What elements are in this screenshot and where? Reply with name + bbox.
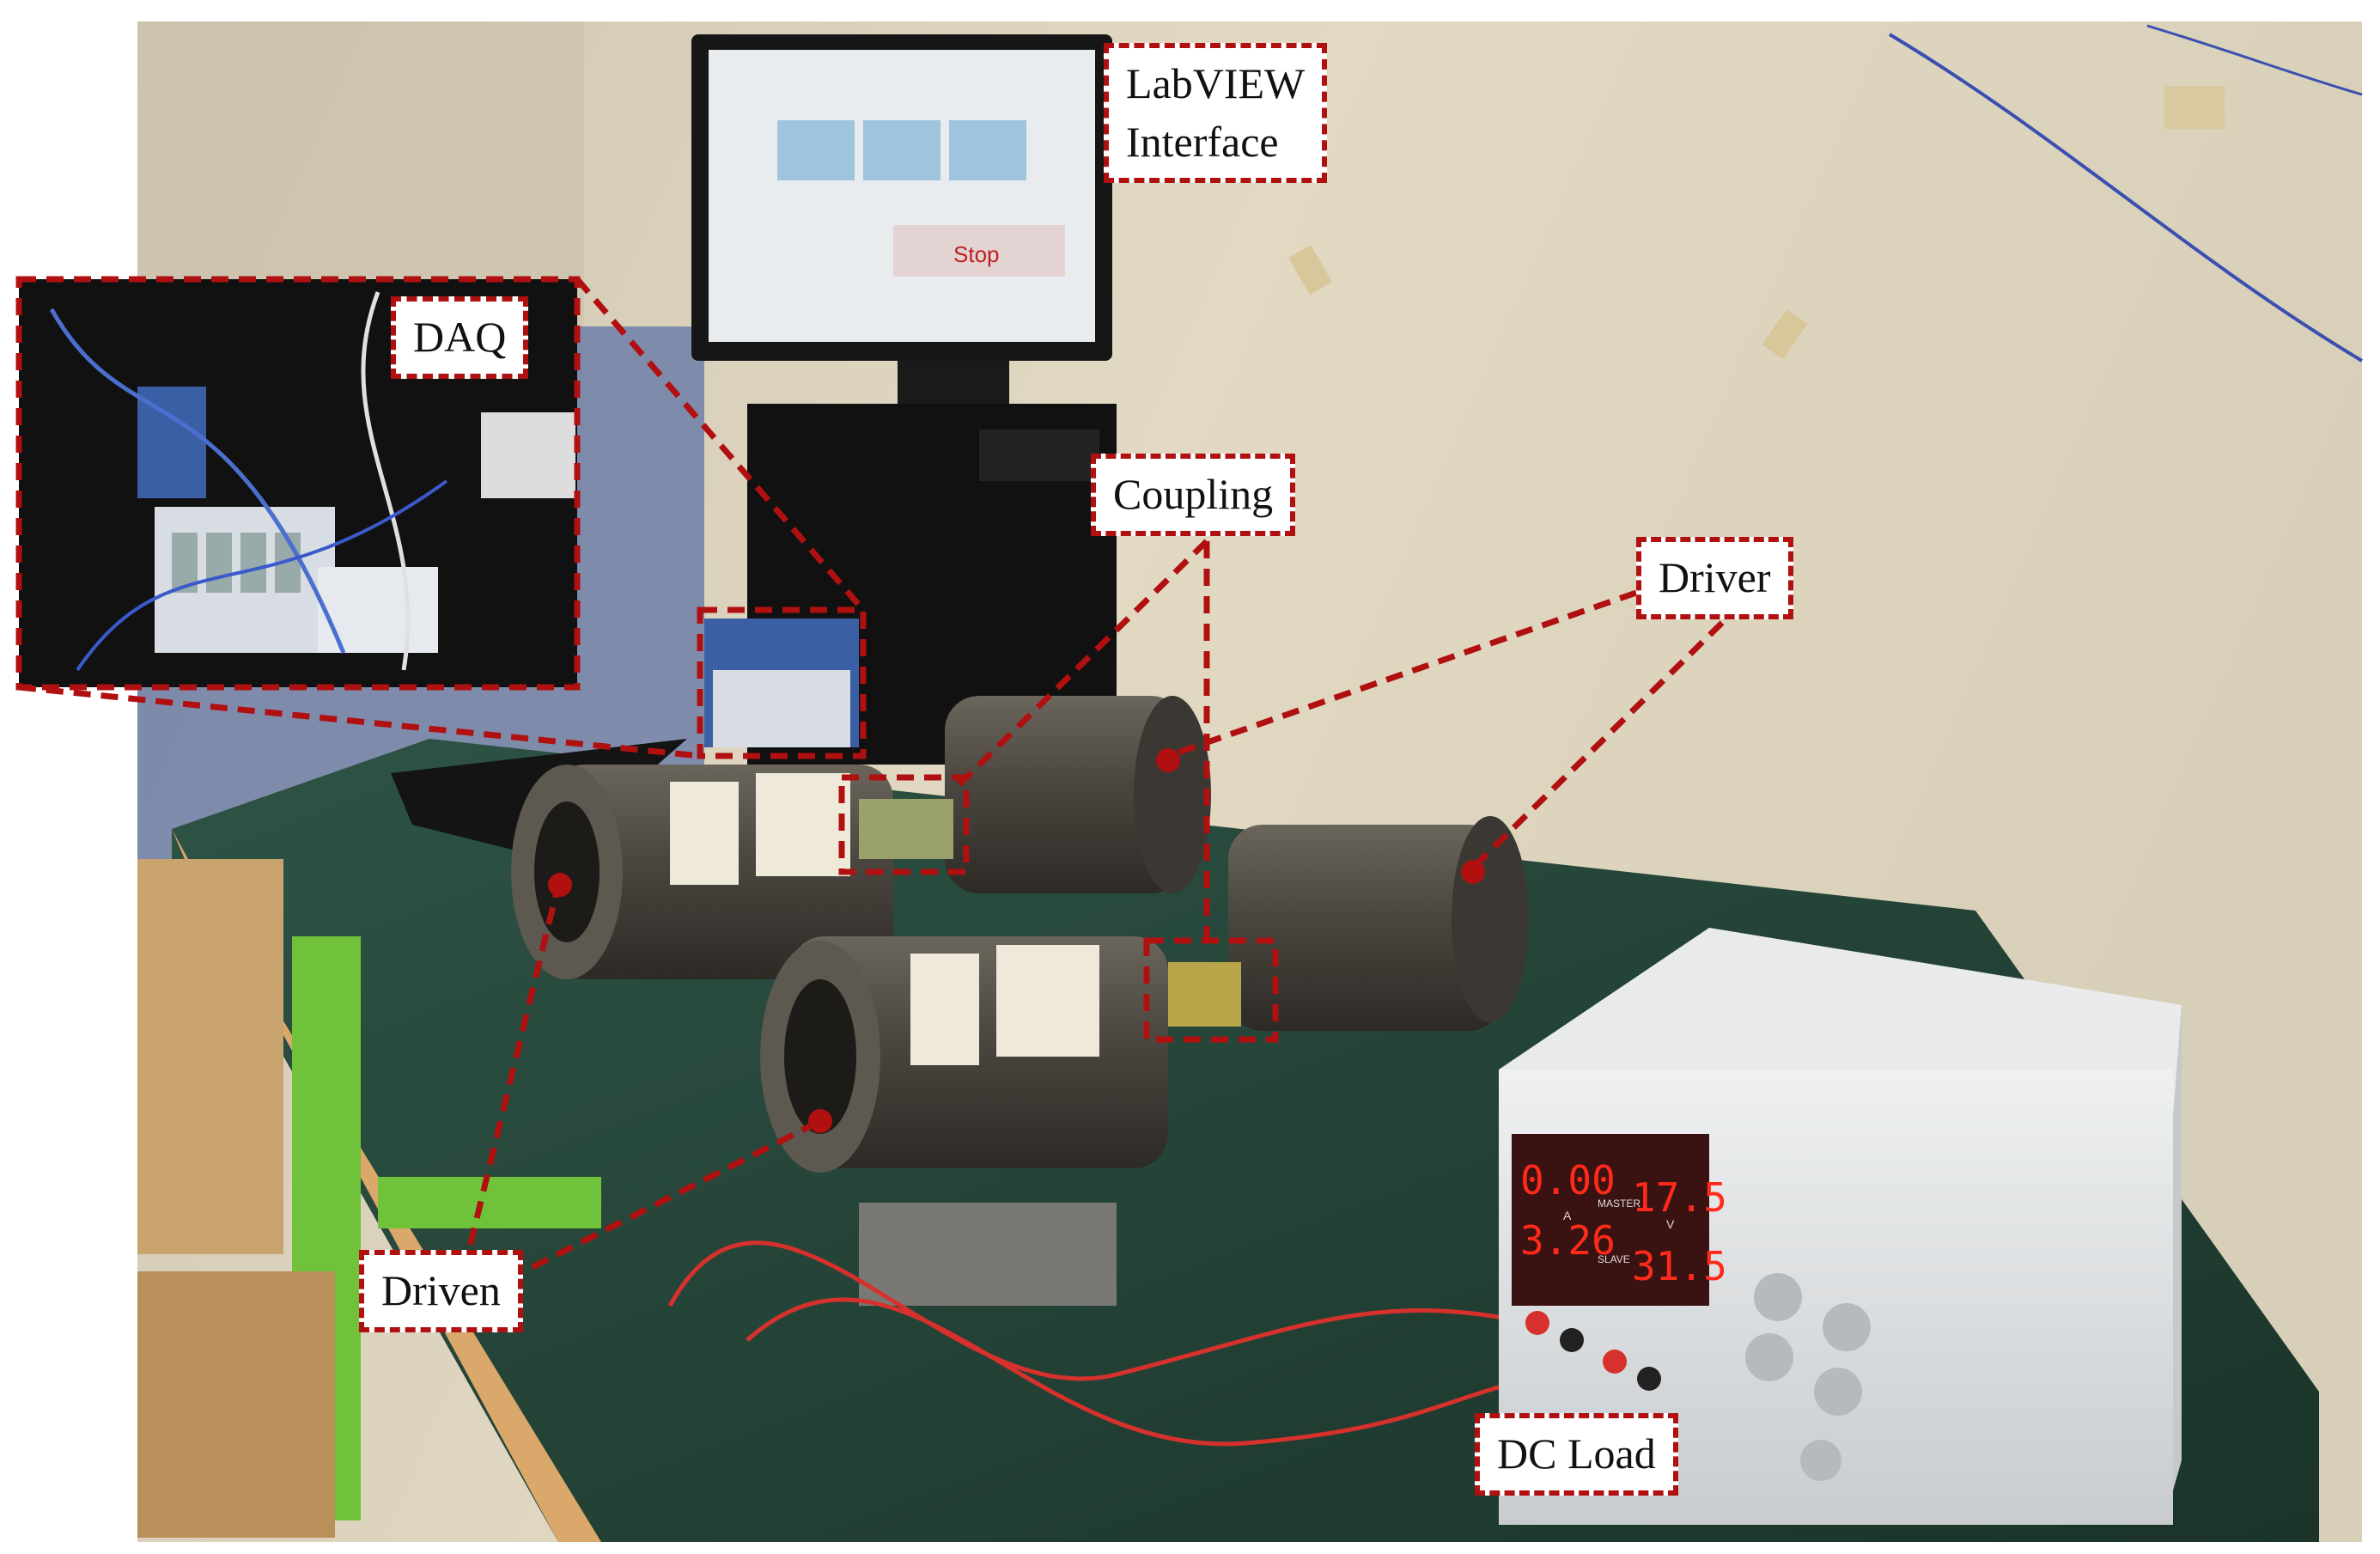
monitor-stop-button: Stop [953,241,1000,267]
driver-dot-2 [1461,860,1485,884]
label-labview-line2: Interface [1126,117,1279,166]
driver-dot-1 [1156,748,1180,772]
daq-highlight-box [697,606,867,759]
label-labview-line1: LabVIEW [1126,59,1306,107]
dc-load-slave-current: 3.26 [1520,1217,1616,1264]
dc-load-master-current: 0.00 [1520,1157,1616,1204]
label-driven: Driven [359,1250,523,1332]
driver-motor-2 [1228,816,1529,1031]
label-driver: Driver [1636,537,1793,619]
monitor: Stop [691,34,1112,421]
dc-load-master-label: MASTER [1598,1197,1640,1210]
dc-load-unit-v: V [1666,1217,1675,1231]
daq-leader-top [575,277,866,612]
driver-motor-1 [945,696,1211,893]
driven-leader-1 [460,884,562,1272]
label-labview-interface: LabVIEW Interface [1104,43,1328,183]
coupling-1-box [838,774,970,875]
knob-4 [1814,1368,1862,1416]
daq-module [704,619,859,747]
dc-load-display [1512,1134,1709,1306]
terminal-3 [1603,1350,1627,1374]
coupling-1 [859,799,953,859]
daq-leader-bottom [18,684,701,759]
label-daq: DAQ [391,296,529,379]
daq-inset-frame [15,276,581,691]
knob-5 [1800,1440,1841,1481]
driven-motor-2 [760,936,1168,1306]
dc-load-slave-label: SLAVE [1598,1253,1630,1265]
knob-1 [1754,1273,1802,1321]
label-dc-load: DC Load [1475,1413,1678,1496]
annotations [15,276,1725,1272]
leader-endpoints [548,748,1485,1133]
coupling-2-box [1143,937,1279,1043]
dc-load-master-voltage: 17.5 [1632,1174,1727,1221]
terminal-4 [1637,1367,1661,1391]
driven-dot-2 [808,1109,832,1133]
terminal-2 [1560,1328,1584,1352]
knob-3 [1745,1333,1793,1381]
dc-load-unit-a: A [1563,1209,1572,1222]
dc-load-slave-voltage: 31.5 [1632,1243,1727,1289]
coupling-2 [1168,962,1241,1027]
driven-motor-1 [511,765,893,979]
terminal-1 [1525,1311,1549,1335]
driven-dot-1 [548,873,572,897]
driver-leader-1 [1166,589,1638,759]
knob-2 [1823,1303,1871,1351]
coupling-leader-1 [955,539,1209,789]
driver-leader-2 [1470,620,1725,870]
label-coupling: Coupling [1091,454,1296,536]
